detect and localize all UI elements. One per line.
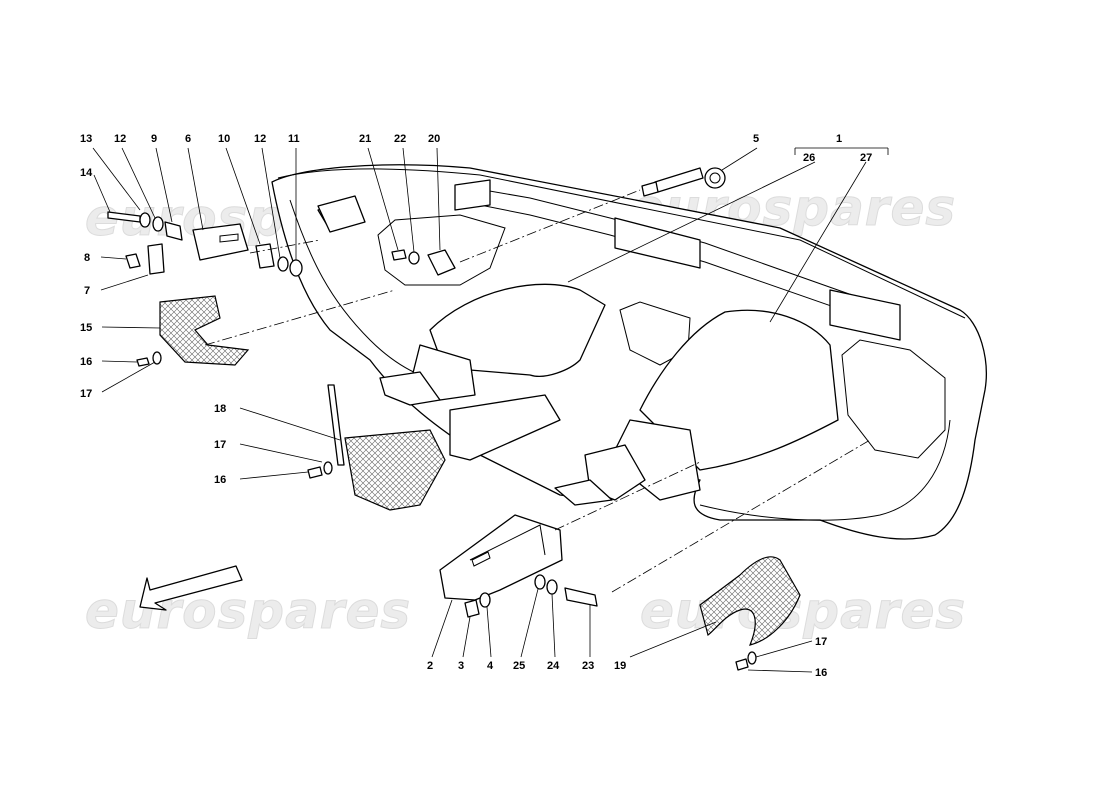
air-duct-left (379, 283, 606, 461)
air-duct-left-lower (449, 394, 561, 461)
tow-hook (641, 167, 726, 197)
callout-3: 3 (458, 660, 464, 672)
callout-22: 22 (394, 133, 406, 145)
air-duct-right-foot (554, 479, 613, 506)
callout-19: 19 (614, 660, 626, 672)
left-opening (377, 214, 506, 286)
callout-15: 15 (80, 322, 92, 334)
left-hardware-cluster (107, 195, 366, 277)
callout-27: 27 (860, 152, 872, 164)
direction-arrow-icon (139, 565, 243, 611)
right-opening (841, 339, 946, 459)
watermark-bottom-left: eurospares (85, 582, 411, 640)
callout-17b: 17 (214, 439, 226, 451)
callout-17: 17 (80, 388, 92, 400)
nut-8 (125, 253, 141, 269)
callout-21: 21 (359, 133, 371, 145)
washer-12 (152, 216, 164, 232)
grommet-10 (255, 243, 275, 269)
lower-bracket-assembly (439, 514, 598, 618)
bracket-2-slot (471, 551, 491, 567)
spacer-9 (164, 221, 183, 241)
callout-25: 25 (513, 660, 525, 672)
bracket-2-fold (469, 524, 546, 561)
clip-20 (427, 249, 456, 276)
nut-3 (464, 599, 480, 618)
tow-hook-ring-inner (709, 172, 721, 184)
washer-4 (479, 592, 491, 608)
callout-4: 4 (487, 660, 494, 672)
air-duct-right (554, 309, 839, 506)
washer-17-a (152, 351, 162, 365)
screw-16-c (735, 658, 749, 671)
washer-24 (546, 579, 558, 595)
callout-16: 16 (80, 356, 92, 368)
screw-16-b (307, 466, 323, 479)
air-duct-left-body (429, 283, 606, 386)
screw-21 (391, 249, 407, 261)
callout-8: 8 (84, 252, 90, 264)
callout-26: 26 (803, 152, 815, 164)
callout-12b: 12 (254, 133, 266, 145)
callout-9: 9 (151, 133, 157, 145)
callout-labels: 13 12 9 6 10 12 11 21 22 20 5 1 26 27 14… (80, 133, 872, 679)
washer-12b (277, 256, 289, 272)
callout-13: 13 (80, 133, 92, 145)
rail-bracket-left (454, 179, 491, 211)
air-duct-left-mouth (379, 371, 441, 406)
leader-lines (92, 147, 889, 673)
mesh-grille-15 (159, 295, 250, 366)
bolt-23 (564, 587, 598, 607)
mesh-grille-19 (699, 556, 801, 646)
callout-12: 12 (114, 133, 126, 145)
callout-16c: 16 (815, 667, 827, 679)
washer-17-b (323, 461, 333, 475)
callout-20: 20 (428, 133, 440, 145)
callout-2: 2 (427, 660, 433, 672)
washer-25 (534, 574, 546, 590)
rail-mount-mid (614, 217, 701, 269)
reference-lines (204, 189, 871, 593)
callout-16b: 16 (214, 474, 226, 486)
watermark-bottom-right: eurospares (640, 582, 966, 640)
washer-13 (139, 212, 151, 228)
callout-11: 11 (288, 133, 300, 145)
callout-18: 18 (214, 403, 226, 415)
bracket-6-slot (219, 233, 239, 243)
callout-1: 1 (836, 133, 842, 145)
nut-11 (289, 259, 303, 277)
hook-bracket (317, 195, 366, 233)
upper-rail-lower (454, 199, 901, 331)
bracket-2 (439, 514, 563, 601)
bumper-top-edge (277, 168, 966, 319)
callout-23: 23 (582, 660, 594, 672)
mesh-grille-18 (344, 429, 446, 511)
callout-6: 6 (185, 133, 191, 145)
plate-7 (147, 243, 165, 275)
callout-17c: 17 (815, 636, 827, 648)
bumper-shell (271, 164, 987, 540)
upper-rail (454, 184, 901, 313)
callout-5: 5 (753, 133, 759, 145)
washer-22 (408, 251, 420, 265)
screw-16-a (136, 357, 150, 367)
tow-hook-ring (704, 167, 726, 189)
callout-24: 24 (547, 660, 560, 672)
callout-7: 7 (84, 285, 90, 297)
washer-17-c (747, 651, 757, 665)
tow-hook-thread (641, 181, 659, 197)
support-rod-18 (327, 384, 345, 466)
bumper-lower-lip (699, 419, 951, 521)
callout-10: 10 (218, 133, 230, 145)
callout-14: 14 (80, 167, 93, 179)
rail-bracket-right (829, 289, 901, 341)
